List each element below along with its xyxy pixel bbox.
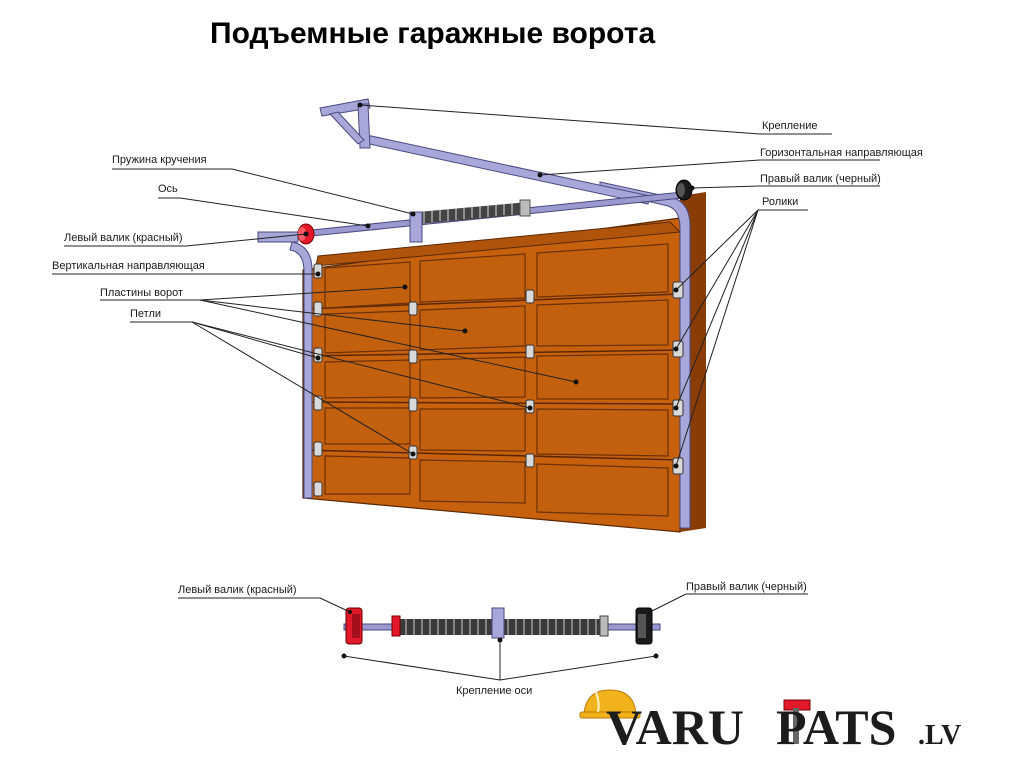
page-title: Подъемные гаражные ворота <box>210 17 655 50</box>
label-door-panels: Пластины ворот <box>100 287 183 299</box>
label-rollers: Ролики <box>762 196 798 208</box>
logo-text-mid: PATS <box>776 699 896 755</box>
left-vertical-rail <box>257 231 313 499</box>
label-mount: Крепление <box>762 120 817 132</box>
right-vertical-rail <box>599 181 691 529</box>
right-drum-black <box>675 179 693 201</box>
label-hinges: Петли <box>130 308 161 320</box>
horizontal-rail <box>319 98 651 205</box>
logo-text-main: VARU <box>606 699 744 755</box>
door-section-seams <box>302 293 681 461</box>
brand-logo: VARU PATS .LV <box>579 689 961 755</box>
helmet-icon <box>579 689 641 719</box>
label-left-drum-bottom: Левый валик (красный) <box>178 584 297 596</box>
label-right-drum-top: Правый валик (черный) <box>760 173 881 185</box>
label-axis-mount: Крепление оси <box>456 685 532 697</box>
torsion-spring <box>409 199 531 243</box>
hammer-icon <box>783 699 811 744</box>
door-assembly <box>257 98 706 533</box>
label-vertical-rail: Вертикальная направляющая <box>52 260 205 272</box>
label-horizontal-rail: Горизонтальная направляющая <box>760 147 923 159</box>
label-torsion-spring: Пружина кручения <box>112 154 207 166</box>
shaft-detail <box>178 593 808 681</box>
label-right-drum-bottom: Правый валик (черный) <box>686 581 807 593</box>
label-left-drum-top: Левый валик (красный) <box>64 232 183 244</box>
door-panels <box>324 243 669 517</box>
label-axis: Ось <box>158 183 178 195</box>
logo-text-tld: .LV <box>918 720 961 751</box>
leader-lines <box>52 102 880 469</box>
